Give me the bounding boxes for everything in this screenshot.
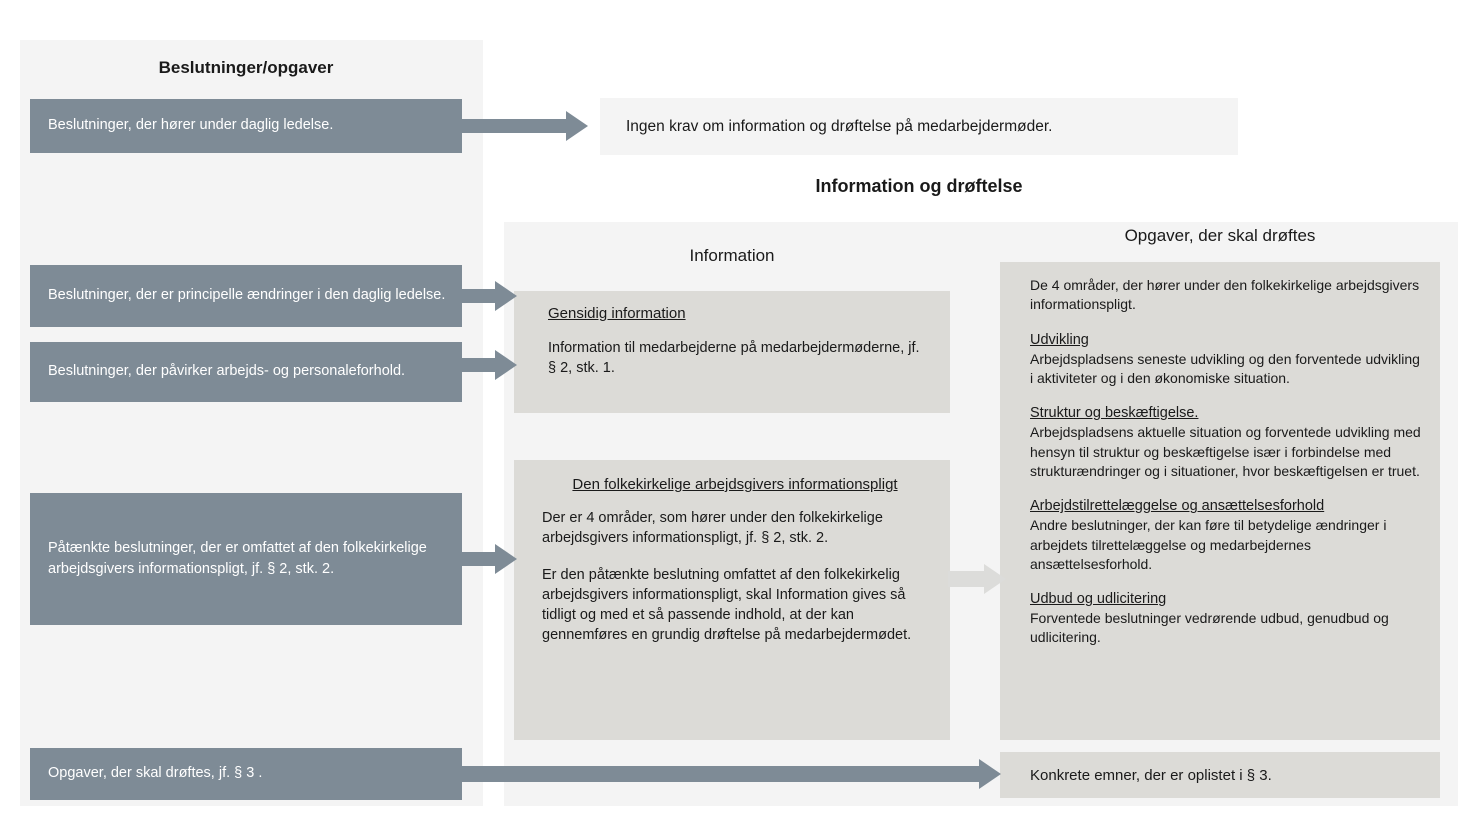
paragraph-spacer [1030, 481, 1422, 498]
mutual-information-body: Information til medarbejderne på medarbe… [548, 340, 920, 376]
paragraph-spacer [1030, 574, 1422, 591]
arrow-head-icon [979, 759, 1001, 789]
information-column-title: Information [689, 246, 775, 265]
no-requirement-panel [600, 98, 1238, 155]
paragraph-spacer [542, 548, 928, 565]
box-planned-decisions: Påtænkte beslutninger, der er omfattet a… [30, 493, 462, 625]
left-column-panel [20, 40, 483, 806]
area-arbejdstilrettelaeggelse-heading: Arbejdstilrettelæggelse og ansættelsesfo… [1030, 498, 1325, 515]
konkrete-emner-text: Konkrete emner, der er oplistet i § 3. [1030, 766, 1272, 784]
box-work-personnel-conditions: Beslutninger, der påvirker arbejds- og p… [30, 342, 462, 402]
arrow-shaft [455, 119, 568, 133]
opgaver-column-title: Opgaver, der skal drøftes [1124, 226, 1316, 245]
left-column-title: Beslutninger/opgaver [158, 58, 334, 77]
information-duty-body-1: Der er 4 områder, som hører under den fo… [542, 510, 883, 546]
paragraph-spacer [1030, 315, 1422, 332]
area-struktur-body: Arbejdspladsens aktuelle situation og fo… [1030, 424, 1421, 479]
arrow-shaft [455, 552, 497, 566]
four-areas-intro: De 4 områder, der hører under den folkek… [1030, 277, 1420, 313]
arrow-head-icon [984, 564, 1006, 594]
no-requirement-text: Ingen krav om information og drøftelse p… [626, 117, 1053, 135]
box-principal-changes: Beslutninger, der er principelle ændring… [30, 265, 462, 327]
information-duty-body-2: Er den påtænkte beslutning omfattet af d… [542, 567, 912, 643]
area-udbud-heading: Udbud og udlicitering [1030, 591, 1167, 608]
area-arbejdstilrettelaeggelse-body: Andre beslutninger, der kan føre til bet… [1030, 517, 1387, 572]
box-employer-information-duty: Den folkekirkelige arbejdsgivers informa… [514, 460, 950, 740]
arrow-head-icon [495, 544, 517, 574]
paragraph-spacer [1030, 388, 1422, 405]
arrow-shaft [455, 766, 981, 782]
area-struktur-heading: Struktur og beskæftigelse. [1030, 405, 1199, 422]
section-title-information-og-droftelse: Information og drøftelse [815, 176, 1023, 196]
area-udvikling-body: Arbejdspladsens seneste udvikling og den… [1030, 350, 1420, 386]
box-four-areas: De 4 områder, der hører under den folkek… [1000, 262, 1440, 740]
box-daily-management: Beslutninger, der hører under daglig led… [30, 99, 462, 153]
arrow-head-icon [495, 350, 517, 380]
information-duty-heading: Den folkekirkelige arbejdsgivers informa… [572, 476, 898, 493]
box-tasks-to-discuss: Opgaver, der skal drøftes, jf. § 3 . [30, 748, 462, 800]
arrow-shaft [455, 289, 497, 303]
area-udbud-body: Forventede beslutninger vedrørende udbud… [1030, 610, 1389, 646]
area-udvikling-heading: Udvikling [1030, 331, 1089, 348]
arrow-head-icon [566, 111, 588, 141]
arrow-shaft [455, 358, 497, 372]
mutual-information-heading: Gensidig information [548, 305, 686, 322]
box-mutual-information: Gensidig information Information til med… [514, 291, 950, 413]
box-konkrete-emner: Konkrete emner, der er oplistet i § 3. [1000, 752, 1440, 798]
arrow-shaft [948, 571, 986, 587]
arrow-head-icon [495, 281, 517, 311]
